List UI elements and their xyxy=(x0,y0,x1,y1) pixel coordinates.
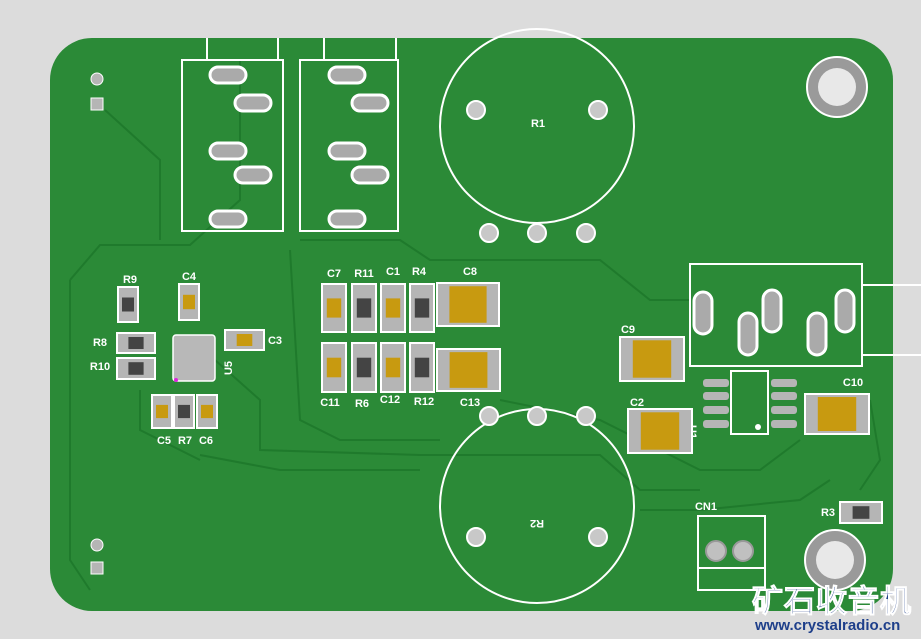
mounting-hole xyxy=(804,529,866,591)
capacitor-c12 xyxy=(380,342,406,393)
header-connector-left xyxy=(181,38,284,232)
label-r10: R10 xyxy=(90,361,110,373)
resistor-r10 xyxy=(116,357,156,380)
label-r11: R11 xyxy=(354,268,374,280)
component-labels: R9 C4 R8 R10 C3 C5 R7 C6 C7 R11 C1 R4 C8… xyxy=(90,266,863,519)
resistor-r3 xyxy=(839,501,883,524)
capacitor-c8 xyxy=(436,282,500,327)
label-r7: R7 xyxy=(178,435,192,447)
capacitor-c9 xyxy=(619,336,685,382)
label-r6: R6 xyxy=(355,398,369,410)
label-r2: R2 xyxy=(530,517,544,529)
label-c4: C4 xyxy=(182,271,197,283)
label-c10: C10 xyxy=(843,377,863,389)
label-c1: C1 xyxy=(386,266,400,278)
audio-jack xyxy=(689,263,921,367)
label-cn1: CN1 xyxy=(695,501,717,513)
label-c7: C7 xyxy=(327,268,341,280)
label-c8: C8 xyxy=(463,266,477,278)
label-c6: C6 xyxy=(199,435,213,447)
mounting-hole xyxy=(806,56,868,118)
test-pad xyxy=(90,97,104,111)
capacitor-c10 xyxy=(804,393,870,435)
label-c2: C2 xyxy=(630,397,644,409)
resistor-r12 xyxy=(409,342,435,393)
potentiometer-r1: R1 xyxy=(439,28,635,243)
label-r12: R12 xyxy=(414,396,434,408)
label-r3: R3 xyxy=(821,507,835,519)
label-r1: R1 xyxy=(531,118,545,130)
watermark-logo: 矿石收音机 xyxy=(752,584,912,620)
test-pad xyxy=(90,72,104,86)
label-c11: C11 xyxy=(320,397,340,409)
capacitor-c6 xyxy=(196,394,218,429)
ic-u5: U5 xyxy=(172,334,235,382)
test-pad xyxy=(90,538,104,552)
label-c9: C9 xyxy=(621,324,635,336)
capacitor-c7 xyxy=(321,283,347,333)
header-connector-right xyxy=(299,38,399,232)
capacitor-c13 xyxy=(436,348,501,392)
resistor-r4 xyxy=(409,283,435,333)
label-c5: C5 xyxy=(157,435,171,447)
resistor-r7 xyxy=(173,394,195,429)
watermark-url: www.crystalradio.cn xyxy=(755,617,901,634)
resistor-r6 xyxy=(351,342,377,393)
capacitor-c4 xyxy=(178,283,200,321)
label-u5: U5 xyxy=(223,361,235,375)
capacitor-c3 xyxy=(224,329,265,351)
label-c12: C12 xyxy=(380,394,400,406)
label-c13: C13 xyxy=(460,397,480,409)
capacitor-c1 xyxy=(380,283,406,333)
label-r9: R9 xyxy=(123,274,137,286)
traces xyxy=(69,60,882,591)
capacitor-c2 xyxy=(627,408,693,454)
test-pad xyxy=(90,561,104,575)
label-r4: R4 xyxy=(412,266,427,278)
connector-cn1: CN1 xyxy=(695,501,766,591)
resistor-r9 xyxy=(117,286,139,323)
capacitor-c11 xyxy=(321,342,347,393)
resistor-r8 xyxy=(116,332,156,354)
resistor-r11 xyxy=(351,283,377,333)
potentiometer-r2: R2 xyxy=(439,406,635,604)
label-c3: C3 xyxy=(268,335,282,347)
capacitor-c5 xyxy=(151,394,173,429)
label-r8: R8 xyxy=(93,337,107,349)
